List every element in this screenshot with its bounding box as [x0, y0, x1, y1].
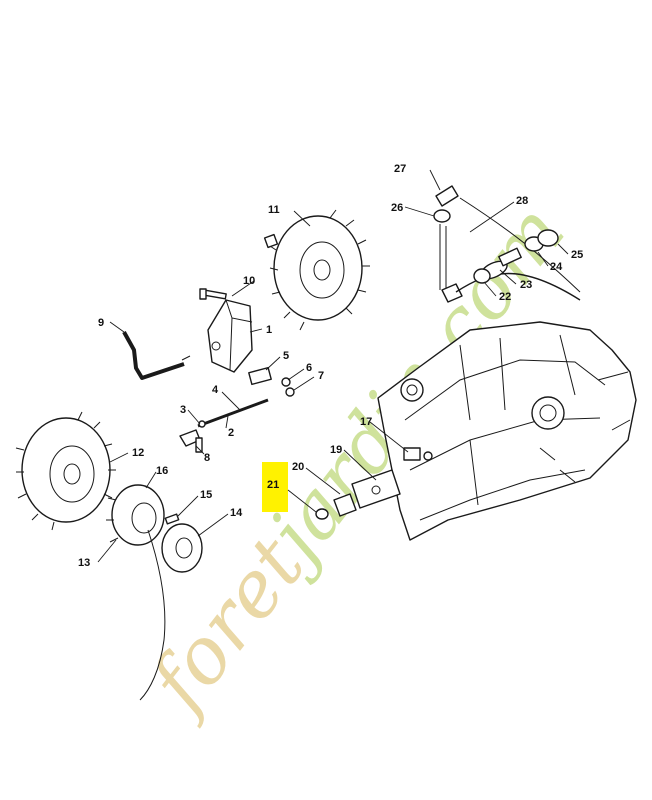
parts-14-15 — [161, 513, 203, 573]
label-part-4: 4 — [212, 384, 219, 396]
label-part-15: 15 — [200, 489, 212, 501]
label-part-1: 1 — [266, 324, 272, 336]
label-part-24: 24 — [550, 261, 563, 273]
label-part-3: 3 — [180, 404, 186, 416]
label-part-27: 27 — [394, 163, 406, 175]
label-part-6: 6 — [306, 362, 312, 374]
flywheel-left — [15, 411, 116, 531]
label-part-20: 20 — [292, 461, 304, 473]
label-part-8: 8 — [204, 452, 210, 464]
clutch-13-16 — [106, 484, 166, 701]
flywheel-top — [263, 209, 370, 331]
label-part-19: 19 — [330, 444, 342, 456]
part-labels: 11 10 1 9 5 6 7 4 3 2 8 12 16 15 14 13 1… — [78, 163, 583, 569]
label-part-26: 26 — [391, 202, 403, 214]
label-part-9: 9 — [98, 317, 104, 329]
label-part-25: 25 — [571, 249, 583, 261]
label-part-10: 10 — [243, 275, 255, 287]
label-part-22: 22 — [499, 291, 511, 303]
label-part-16: 16 — [156, 465, 168, 477]
screw-8 — [179, 429, 203, 453]
bent-wire-9 — [122, 331, 191, 380]
label-part-23: 23 — [520, 279, 532, 291]
label-part-28: 28 — [516, 195, 528, 207]
label-part-17: 17 — [360, 416, 372, 428]
bracket-19-20-21 — [315, 469, 401, 520]
label-part-21: 21 — [267, 479, 279, 491]
label-part-14: 14 — [230, 507, 243, 519]
small-parts-5-6-7 — [248, 366, 295, 397]
part-21-highlight — [262, 462, 288, 512]
label-part-12: 12 — [132, 447, 144, 459]
label-part-13: 13 — [78, 557, 90, 569]
rod-2-3-4 — [197, 398, 269, 428]
leader-lines — [97, 169, 569, 563]
ignition-coil — [207, 299, 253, 373]
label-part-7: 7 — [318, 370, 324, 382]
fuel-system — [433, 185, 581, 303]
crankcase — [377, 321, 637, 541]
label-part-2: 2 — [228, 427, 234, 439]
screw-10 — [199, 288, 227, 300]
label-part-11: 11 — [268, 204, 280, 216]
label-part-5: 5 — [283, 350, 289, 362]
part-17 — [403, 447, 433, 461]
